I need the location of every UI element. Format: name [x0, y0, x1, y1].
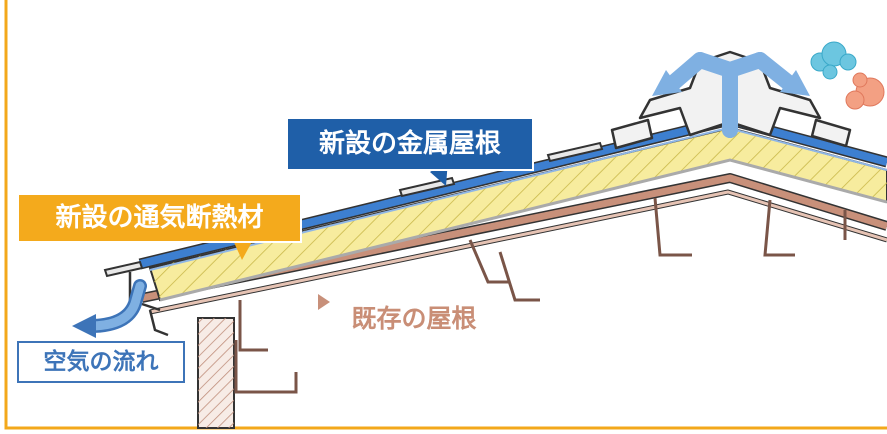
existing-roof-brackets — [234, 197, 847, 394]
label-new-metal-roof: 新設の金属屋根 — [318, 129, 501, 159]
airflow-arrow-left — [72, 279, 147, 338]
label-bg-existing — [330, 298, 498, 338]
label-new-ventilated-insulation: 新設の通気断熱材 — [55, 203, 264, 233]
label-bg-insulation — [17, 193, 302, 243]
existing-roof-layer — [141, 173, 887, 315]
label-bg-airflow — [17, 341, 185, 383]
wall-post — [197, 317, 235, 429]
cool-puff — [810, 41, 857, 80]
heat-puff — [845, 72, 885, 110]
roof-steps — [103, 141, 604, 278]
frame-border — [4, 0, 887, 430]
airflow-arrow-ridge — [652, 52, 810, 138]
label-existing-roof: 既存の屋根 — [351, 303, 477, 333]
label-bg-new-roof — [286, 117, 534, 171]
label-air-flow: 空気の流れ — [43, 348, 159, 375]
